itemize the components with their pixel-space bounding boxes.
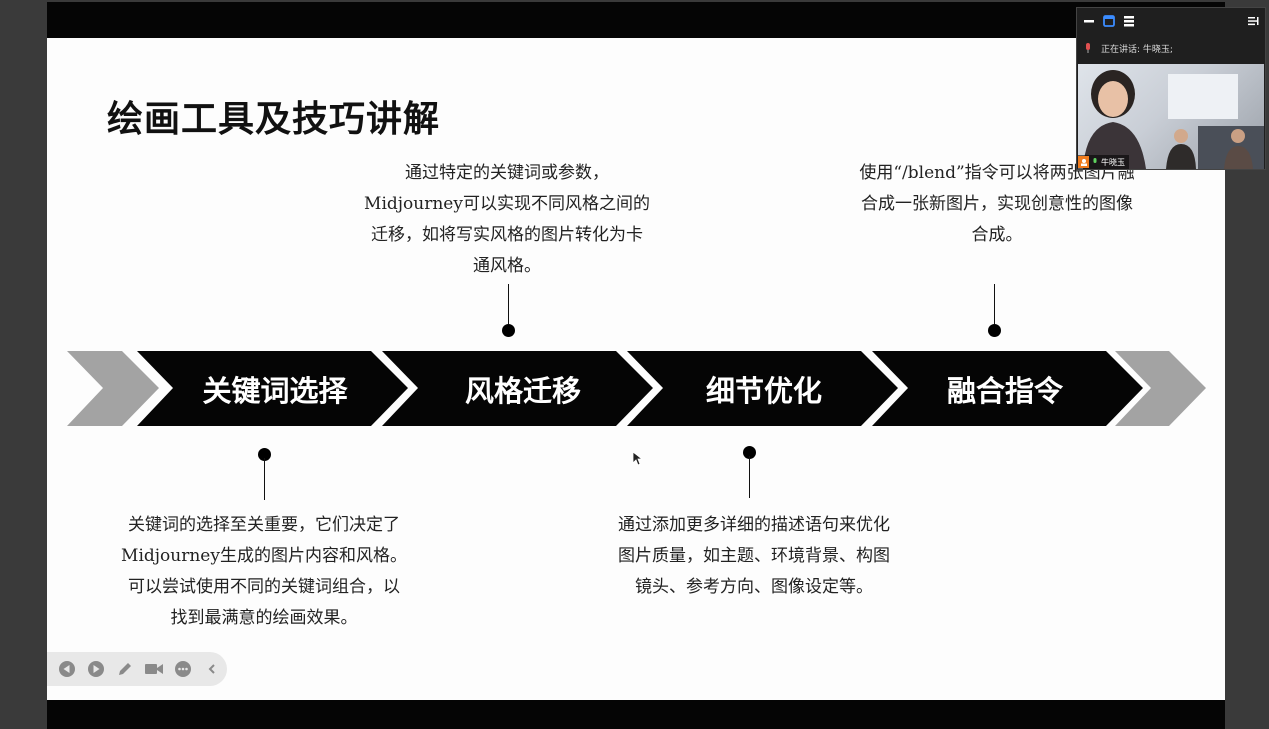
- connector-line: [508, 284, 509, 324]
- desc-keyword-selection: 关键词的选择至关重要，它们决定了 Midjourney生成的图片内容和风格。 可…: [121, 515, 407, 628]
- connector-dot: [988, 324, 1001, 337]
- letterbox-bottom: [47, 700, 1225, 729]
- presentation-slide: 绘画工具及技巧讲解 通过特定的关键词或参数， Midjourney可以实现不同风…: [47, 38, 1225, 700]
- desc-detail-optimization: 通过添加更多详细的描述语句来优化 图片质量，如主题、环境背景、构图 镜头、参考方…: [618, 515, 890, 597]
- mouse-cursor-icon: [633, 452, 643, 466]
- participant-video: 牛晓玉: [1078, 64, 1264, 169]
- connector-line: [994, 284, 995, 324]
- host-badge-icon: [1078, 156, 1089, 168]
- connector-dot: [502, 324, 515, 337]
- prev-icon[interactable]: [55, 657, 79, 681]
- step-detail-optimization: 细节优化: [705, 374, 822, 408]
- connector-line: [749, 456, 750, 498]
- more-icon[interactable]: [171, 657, 195, 681]
- step-style-transfer: 风格迁移: [464, 374, 581, 408]
- participant-name-tag: 牛晓玉: [1078, 155, 1129, 169]
- camera-icon[interactable]: [142, 657, 166, 681]
- connector-line: [264, 458, 265, 500]
- video-feed-image: [1083, 70, 1264, 169]
- arrow-chevron-left: [67, 351, 159, 426]
- arrow-blend: [872, 351, 1143, 426]
- window-mode-icon[interactable]: [1103, 15, 1115, 27]
- video-call-panel: 正在讲话: 牛晓玉; 牛晓玉: [1076, 7, 1266, 170]
- connector-dot: [258, 448, 271, 461]
- desc-blend: 使用“/blend”指令可以将两张图片融 合成一张新图片，实现创意性的图像 合成…: [859, 163, 1135, 245]
- pen-icon[interactable]: [113, 657, 137, 681]
- speaking-indicator: 正在讲话: 牛晓玉;: [1077, 34, 1265, 62]
- step-blend-command: 融合指令: [946, 374, 1063, 408]
- mic-on-icon: [1093, 158, 1097, 163]
- presentation-toolbar: [47, 652, 227, 686]
- minimize-icon[interactable]: [1083, 15, 1095, 27]
- arrow-chevron-right: [1115, 351, 1206, 426]
- next-icon[interactable]: [84, 657, 108, 681]
- connector-dot: [743, 446, 756, 459]
- letterbox-top: [47, 2, 1225, 38]
- exit-panel-icon[interactable]: [1247, 15, 1259, 27]
- process-arrows: [67, 351, 1206, 426]
- list-view-icon[interactable]: [1123, 15, 1135, 27]
- video-panel-toolbar: [1077, 8, 1265, 34]
- microphone-icon: [1086, 43, 1090, 53]
- arrow-style: [382, 351, 653, 426]
- collapse-icon[interactable]: [200, 657, 224, 681]
- slide-title: 绘画工具及技巧讲解: [107, 98, 441, 140]
- step-keyword-selection: 关键词选择: [202, 374, 348, 408]
- desc-style-transfer: 通过特定的关键词或参数， Midjourney可以实现不同风格之间的 迁移，如将…: [364, 163, 650, 276]
- arrow-detail: [627, 351, 898, 426]
- speaking-label: 正在讲话: 牛晓玉;: [1101, 44, 1173, 55]
- arrow-keyword: [137, 351, 408, 426]
